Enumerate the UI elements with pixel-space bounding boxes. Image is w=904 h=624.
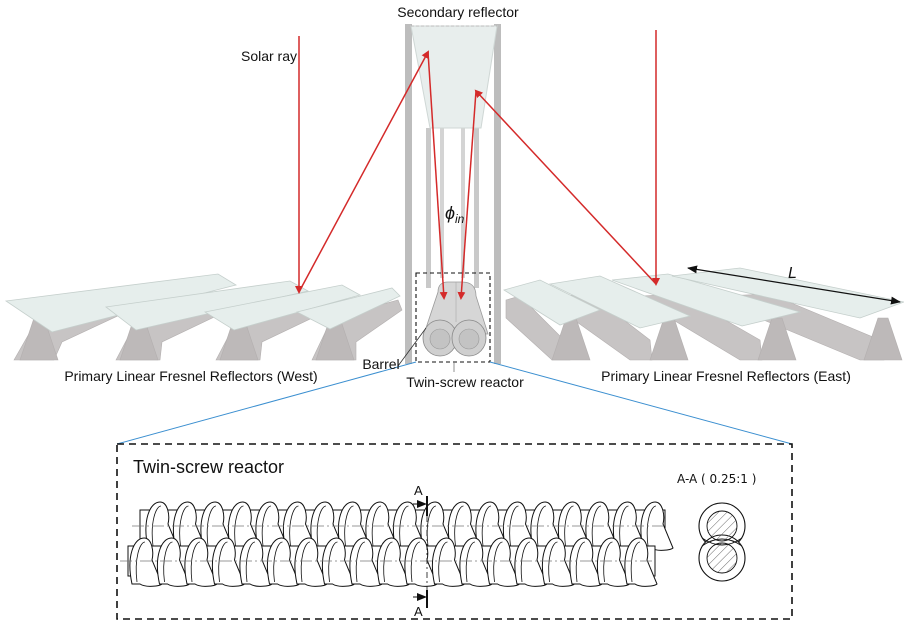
east-reflectors-label: Primary Linear Fresnel Reflectors (East): [601, 368, 851, 384]
screw-flight: [596, 537, 631, 587]
screw-flight: [541, 537, 576, 587]
callout-lines: [116, 361, 793, 445]
section-marker-top: A: [414, 483, 423, 498]
west-reflectors-label: Primary Linear Fresnel Reflectors (West): [64, 368, 317, 384]
screw-flight: [624, 537, 658, 587]
twin-screw-barrel: [422, 281, 489, 357]
screw-flight: [239, 537, 273, 587]
length-label: L: [788, 265, 797, 282]
screw-flight: [376, 537, 411, 587]
screw-flight: [431, 537, 466, 587]
screw-flight: [266, 537, 301, 587]
section-marker-bottom: A: [414, 604, 423, 619]
solar-ray-label: Solar ray: [241, 48, 297, 64]
screw-flight: [184, 537, 218, 587]
primary-reflectors-east: [503, 267, 904, 361]
screw-flight: [129, 537, 163, 587]
screw-flight: [321, 537, 356, 587]
screw-flight: [486, 537, 521, 587]
twin-screw-drawing: [127, 501, 674, 587]
receiver-tower-frame: [405, 24, 501, 364]
screw-flight: [569, 537, 603, 587]
barrel-label: Barrel: [362, 356, 399, 372]
solar-rays: [295, 30, 660, 300]
screw-flight: [514, 537, 548, 587]
primary-reflectors-west: [4, 273, 403, 361]
screw-flight: [294, 537, 328, 587]
screw-flight: [404, 537, 438, 587]
screw-flight: [459, 537, 493, 587]
phi-in-label: ϕin: [445, 203, 465, 226]
section-view-label: A-A ( 0.25:1 ): [677, 472, 756, 486]
receiver-detail-box: [415, 272, 491, 363]
section-line-a-a: [413, 496, 428, 608]
screw-flight: [349, 537, 383, 587]
twin-screw-reactor-label: Twin-screw reactor: [406, 374, 524, 390]
screw-flight: [211, 537, 246, 587]
secondary-reflector-label: Secondary reflector: [397, 4, 519, 20]
screw-flight: [156, 537, 191, 587]
section-view-a-a: [698, 502, 746, 582]
inset-title: Twin-screw reactor: [133, 457, 284, 477]
barrel-leader-line: [397, 327, 427, 367]
length-dimension-arrow: [687, 265, 901, 305]
secondary-reflector: [410, 25, 498, 129]
screw-centerlines: [120, 525, 665, 562]
